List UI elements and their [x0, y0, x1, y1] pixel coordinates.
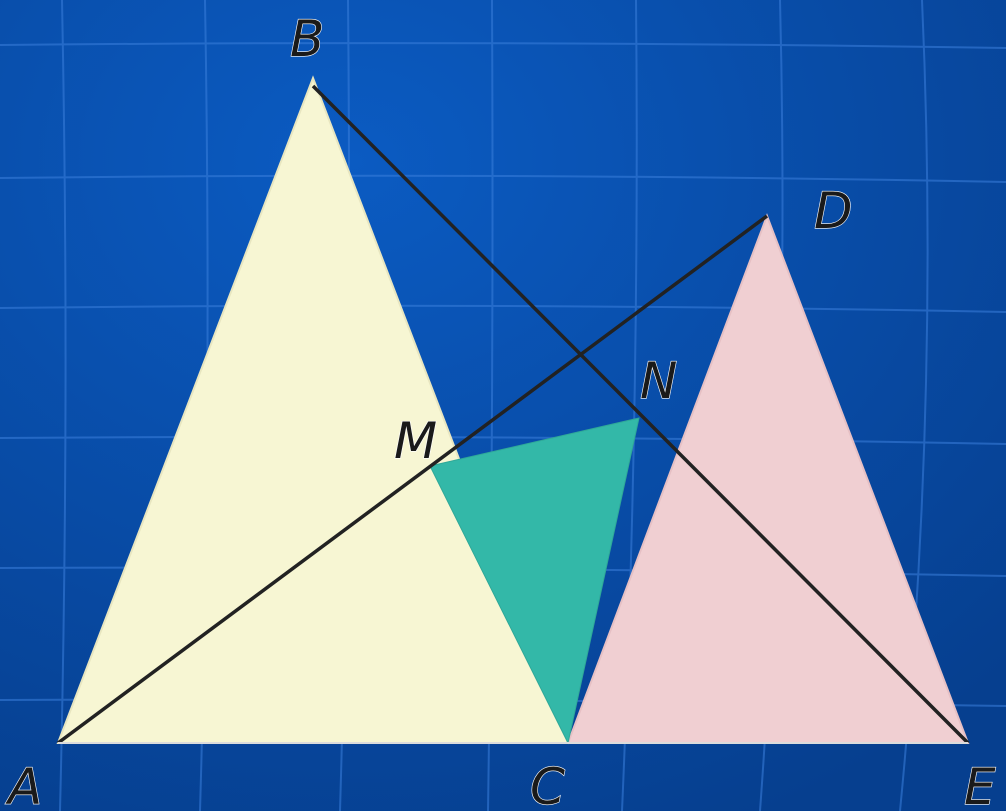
- segment-ad: [56, 214, 769, 745]
- label-m: M: [394, 412, 437, 470]
- triangle-cmn: [429, 417, 640, 745]
- label-e: E: [964, 758, 996, 811]
- segment-be: [311, 84, 970, 745]
- label-a: A: [5, 758, 42, 811]
- label-d: D: [814, 182, 853, 240]
- label-c: C: [530, 758, 565, 811]
- label-n: N: [640, 352, 677, 410]
- label-b: B: [290, 10, 324, 68]
